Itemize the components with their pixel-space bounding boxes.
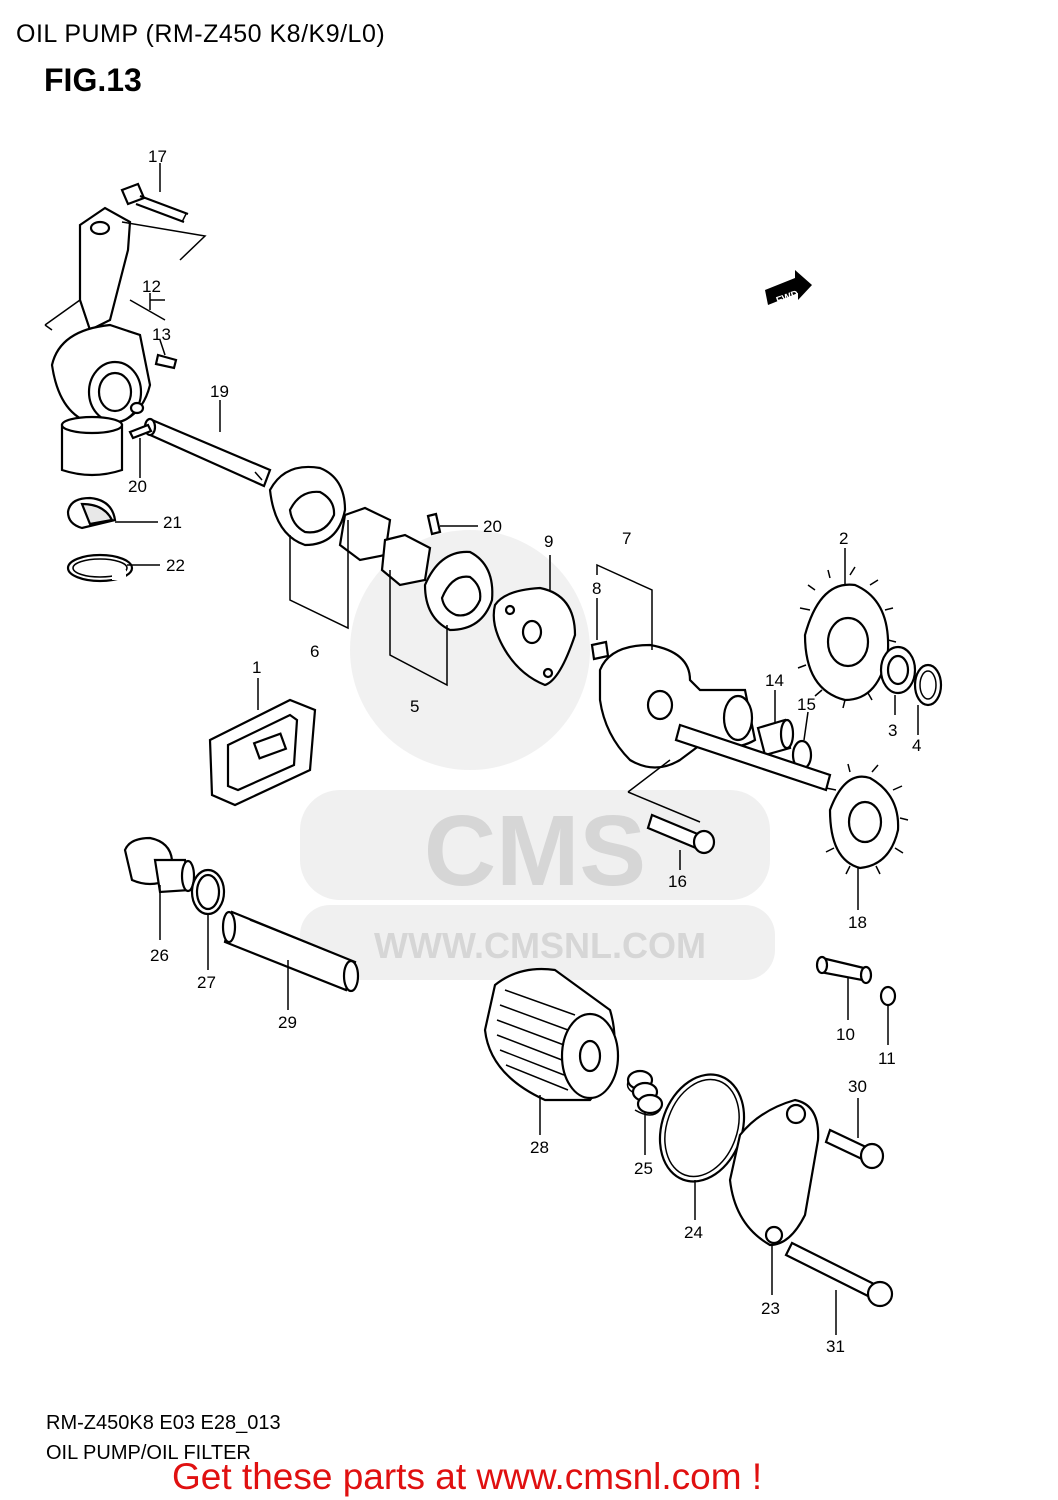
callout-21: 21 bbox=[163, 513, 182, 532]
callout-22: 22 bbox=[166, 556, 185, 575]
callout-17: 17 bbox=[148, 147, 167, 166]
part-10-union-bolt bbox=[815, 955, 873, 985]
callout-7: 7 bbox=[622, 529, 631, 548]
oil-pump-bracket bbox=[44, 206, 207, 477]
callout-14: 14 bbox=[765, 671, 784, 690]
part-6-rotor-set bbox=[268, 465, 392, 630]
part-28-oil-filter bbox=[483, 967, 620, 1102]
callout-8: 8 bbox=[592, 579, 601, 598]
callout-16: 16 bbox=[668, 872, 687, 891]
part-18-gear-shaft bbox=[674, 723, 909, 875]
callout-26: 26 bbox=[150, 946, 169, 965]
callout-11: 11 bbox=[878, 1049, 896, 1068]
part-30-bolt bbox=[824, 1128, 885, 1170]
leader-lines bbox=[115, 163, 919, 1335]
part-19-shaft bbox=[143, 417, 272, 488]
watermark-brand: CMS bbox=[424, 795, 646, 907]
part-20-pin bbox=[128, 423, 153, 440]
callout-31: 31 bbox=[826, 1337, 845, 1356]
callout-10: 10 bbox=[836, 1025, 855, 1044]
callout-4: 4 bbox=[912, 736, 921, 755]
callout-18: 18 bbox=[848, 913, 867, 932]
callout-6: 6 bbox=[310, 642, 319, 661]
callout-9: 9 bbox=[544, 532, 553, 551]
callout-1: 1 bbox=[252, 658, 261, 677]
promo-banner: Get these parts at www.cmsnl.com ! bbox=[172, 1456, 763, 1497]
part-1-gasket bbox=[208, 698, 317, 807]
callout-20-middle: 20 bbox=[483, 517, 502, 536]
callout-25: 25 bbox=[634, 1159, 653, 1178]
diagram-name: OIL PUMP/OIL FILTER bbox=[46, 1442, 251, 1464]
figure-label: FIG.13 bbox=[44, 62, 142, 98]
part-4-circlip bbox=[913, 663, 943, 707]
callout-20-left: 20 bbox=[128, 477, 147, 496]
part-29-oil-strainer bbox=[221, 910, 360, 993]
part-25-spring bbox=[626, 1069, 664, 1116]
part-16-bolt bbox=[627, 759, 716, 855]
part-26-drain-plug bbox=[123, 836, 196, 894]
part-20-pin-middle bbox=[426, 512, 442, 536]
callout-2: 2 bbox=[839, 529, 848, 548]
part-17-bolt bbox=[120, 182, 189, 224]
part-11-o-ring bbox=[879, 985, 897, 1007]
page-title: OIL PUMP (RM-Z450 K8/K9/L0) bbox=[16, 20, 386, 48]
callout-15: 15 bbox=[797, 695, 816, 714]
callout-30: 30 bbox=[848, 1077, 867, 1096]
part-31-bolt bbox=[784, 1241, 894, 1308]
callout-19: 19 bbox=[210, 382, 229, 401]
part-23-filter-cover bbox=[728, 1098, 820, 1247]
callout-13: 13 bbox=[152, 325, 171, 344]
watermark-url: WWW.CMSNL.COM bbox=[374, 925, 706, 966]
part-2-gear bbox=[797, 566, 897, 709]
diagram-code: RM-Z450K8 E03 E28_013 bbox=[46, 1412, 281, 1434]
part-24-o-ring bbox=[658, 1073, 746, 1183]
part-21-strainer bbox=[66, 496, 117, 530]
callout-27: 27 bbox=[197, 973, 216, 992]
callout-23: 23 bbox=[761, 1299, 780, 1318]
callout-28: 28 bbox=[530, 1138, 549, 1157]
part-14-bushing bbox=[756, 718, 795, 757]
part-27-o-ring bbox=[190, 868, 226, 916]
part-5-rotor-set bbox=[380, 533, 494, 687]
part-22-circlip bbox=[66, 553, 134, 583]
callout-labels: 17 12 13 19 20 21 22 20 6 5 9 8 7 2 1 14… bbox=[128, 147, 921, 1356]
callout-5: 5 bbox=[410, 697, 419, 716]
part-9-pump-cover bbox=[492, 555, 577, 687]
callout-29: 29 bbox=[278, 1013, 297, 1032]
part-8-dowel-pin bbox=[590, 598, 610, 661]
part-3-washer bbox=[879, 645, 917, 695]
callout-12: 12 bbox=[142, 277, 161, 296]
callout-3: 3 bbox=[888, 721, 897, 740]
callout-24: 24 bbox=[684, 1223, 703, 1242]
fwd-arrow-icon: FWD bbox=[765, 270, 812, 307]
